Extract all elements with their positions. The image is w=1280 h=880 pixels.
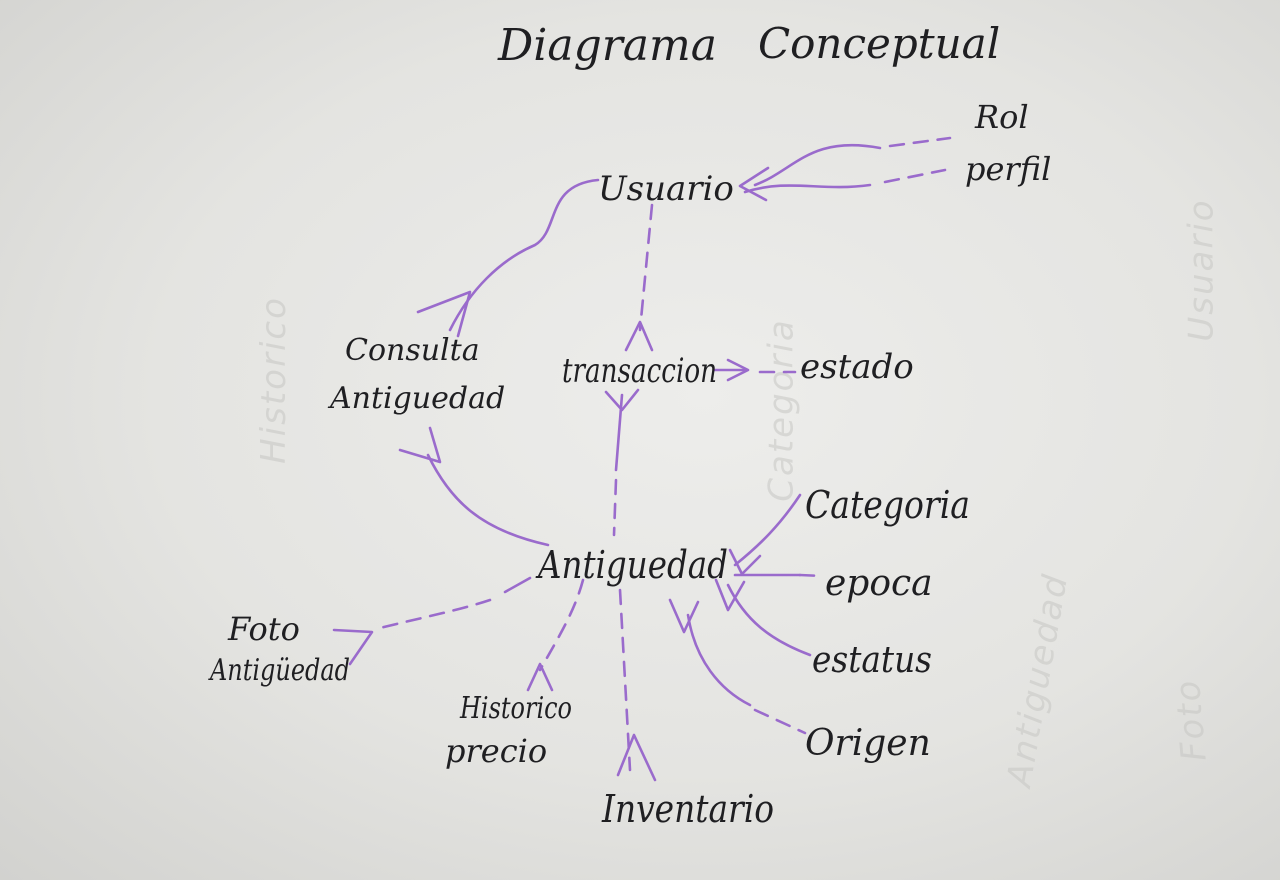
arrowhead-historico [526, 662, 554, 692]
edge-antiguedad-historico [538, 578, 585, 672]
diagram-title-second: Conceptual [758, 19, 1000, 68]
edge-antiguedad-consulta [426, 453, 550, 547]
node-foto-line1: Foto [227, 610, 300, 648]
node-estado: estado [800, 347, 914, 387]
node-historico-line2: precio [445, 732, 547, 770]
arrowhead-origen [668, 598, 700, 634]
edge-consulta-usuario [448, 178, 600, 332]
arrowhead-inventario [616, 733, 657, 782]
arrowhead-usuario-right [738, 166, 770, 202]
arrowhead-consulta-down [398, 426, 442, 464]
arrowhead-foto [332, 628, 374, 666]
node-foto-line2: Antigüedad [208, 653, 350, 688]
node-origen: Origen [805, 723, 931, 764]
node-consulta-line2: Antiguedad [327, 381, 505, 416]
node-consulta-line1: Consulta [345, 333, 480, 368]
node-transaccion: transaccion [562, 351, 717, 391]
edge-antiguedad-categoria [733, 493, 802, 567]
arrowhead-epoca [714, 578, 746, 612]
edge-antiguedad-estatus [726, 583, 812, 657]
arrowhead-categoria [728, 548, 762, 576]
edge-transaccion-antiguedad-dashed [612, 478, 618, 537]
node-historico-line1: Historico [459, 691, 572, 726]
edge-rol-usuario [753, 143, 882, 187]
arrowhead-transaccion-up [624, 320, 654, 352]
node-categoria: Categoria [805, 483, 970, 527]
node-rol: Rol [974, 98, 1029, 136]
edge-antiguedad-foto [503, 576, 532, 594]
node-antiguedad: Antiguedad [535, 543, 728, 587]
arrowhead-consulta-usuario [416, 290, 472, 338]
edge-perfil-usuario-dashed [883, 168, 947, 184]
node-epoca: epoca [825, 563, 933, 604]
diagram-title: Diagrama [497, 20, 717, 71]
arrowhead-transaccion-down [604, 388, 640, 412]
edge-antiguedad-inventario [618, 588, 632, 772]
arrowhead-estado [726, 358, 750, 382]
edge-antiguedad-origen [686, 613, 752, 707]
node-usuario: Usuario [598, 169, 734, 209]
edge-rol-usuario-dashed [888, 136, 952, 148]
node-estatus: estatus [812, 640, 932, 681]
edge-antiguedad-epoca-dashed [798, 573, 824, 578]
edge-antiguedad-origen-dashed [753, 708, 807, 735]
edge-perfil-usuario [743, 183, 872, 194]
edge-antiguedad-foto-dashed [378, 598, 492, 630]
edge-usuario-transaccion [638, 203, 654, 332]
node-perfil: perfil [965, 150, 1051, 188]
node-inventario: Inventario [601, 787, 774, 831]
